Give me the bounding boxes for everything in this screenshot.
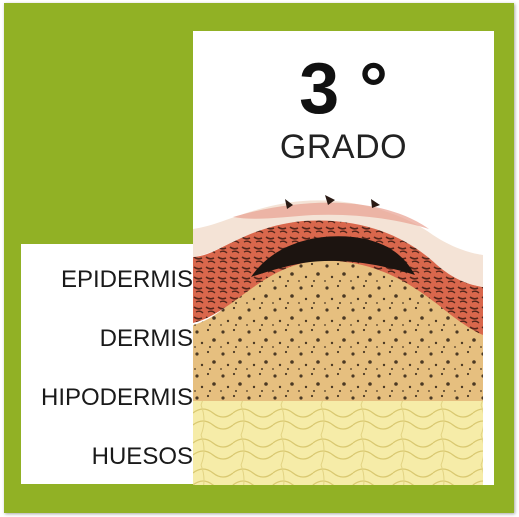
layer-label-panel: EPIDERMIS DERMIS HIPODERMIS HUESOS: [21, 244, 201, 484]
label-hipodermis: HIPODERMIS: [40, 384, 193, 411]
blister-highlight: [233, 202, 429, 229]
degree-number: 3 °: [299, 49, 388, 129]
huesos-texture: [193, 401, 483, 485]
dermis-dots: [193, 256, 483, 401]
label-huesos: HUESOS: [91, 443, 193, 470]
skin-illustration-panel: 3 ° GRADO: [193, 31, 494, 485]
burn-cavity: [251, 236, 415, 277]
degree-word: GRADO: [279, 128, 408, 166]
epidermis-texture: [193, 216, 483, 335]
label-epidermis: EPIDERMIS: [60, 266, 193, 293]
skin-cross-section: [193, 195, 483, 485]
label-dermis: DERMIS: [99, 325, 193, 352]
